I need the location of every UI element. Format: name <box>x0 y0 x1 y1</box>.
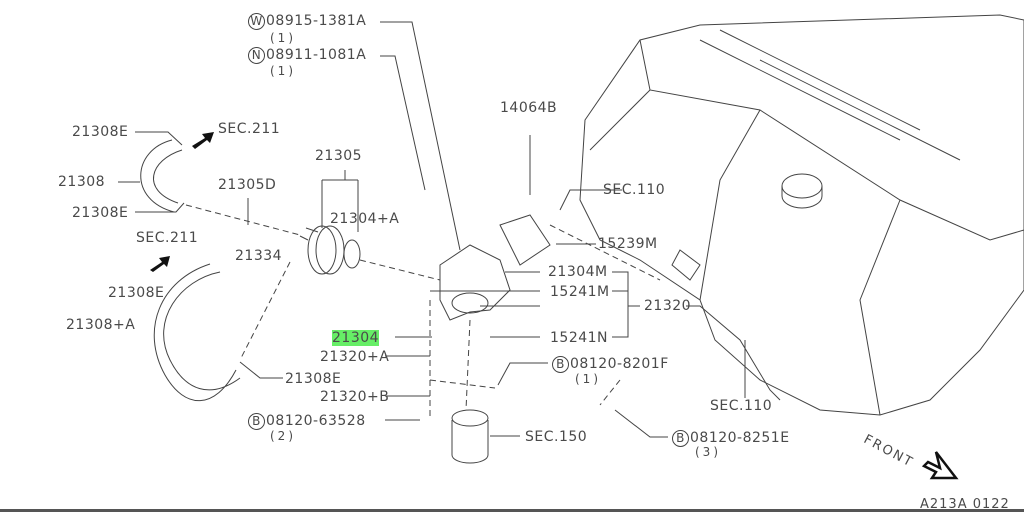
part-label-21320b[interactable]: 21320+B <box>320 389 390 405</box>
arrow-icon <box>192 132 214 149</box>
section-label-110[interactable]: SEC.110 <box>710 398 773 414</box>
section-label-150[interactable]: SEC.150 <box>525 429 588 445</box>
part-label-21308e[interactable]: 21308E <box>285 371 342 387</box>
part-label-21305d[interactable]: 21305D <box>218 177 277 193</box>
leader-lines <box>118 21 781 438</box>
part-qty: (1) <box>270 64 296 78</box>
part-number: 08911-1081A <box>266 47 367 63</box>
part-label-21308e[interactable]: 21308E <box>72 205 129 221</box>
bottom-border <box>0 509 1024 512</box>
hoses <box>140 139 241 402</box>
part-label-21305[interactable]: 21305 <box>315 148 363 164</box>
part-number: 08915-1381A <box>266 13 367 29</box>
section-label-211[interactable]: SEC.211 <box>218 121 281 137</box>
part-label-21308[interactable]: 21308 <box>58 174 106 190</box>
part-label-14064b[interactable]: 14064B <box>500 100 558 116</box>
nut-symbol: N <box>248 47 265 64</box>
bolt-symbol: B <box>552 356 569 373</box>
engine-block <box>579 14 1024 416</box>
part-qty: (2) <box>270 429 296 443</box>
part-label-21308a[interactable]: 21308+A <box>66 317 136 333</box>
part-label-21320[interactable]: 21320 <box>644 298 692 314</box>
part-label-21308e[interactable]: 21308E <box>72 124 129 140</box>
part-label-15241n[interactable]: 15241N <box>550 330 609 346</box>
part-label-21320a[interactable]: 21320+A <box>320 349 390 365</box>
part-label-21304-highlighted[interactable]: 21304 <box>332 330 380 346</box>
oil-cooler <box>299 225 361 275</box>
part-number: 08120-8201F <box>570 356 669 372</box>
section-label-110[interactable]: SEC.110 <box>603 182 666 198</box>
part-label-21334[interactable]: 21334 <box>235 248 283 264</box>
washer-symbol: W <box>248 13 265 30</box>
part-label-21304m[interactable]: 21304M <box>548 264 608 280</box>
part-number: 08120-8251E <box>690 430 790 446</box>
bolt-symbol: B <box>672 430 689 447</box>
part-label-15239m[interactable]: 15239M <box>598 236 658 252</box>
part-qty: (3) <box>695 445 721 459</box>
arrows <box>150 132 214 272</box>
dashed-lines <box>185 204 661 420</box>
part-label-21304a[interactable]: 21304+A <box>330 211 400 227</box>
arrow-icon <box>150 256 170 272</box>
filter-housing <box>439 214 551 464</box>
part-label-21308e[interactable]: 21308E <box>108 285 165 301</box>
section-label-211[interactable]: SEC.211 <box>136 230 199 246</box>
part-qty: (1) <box>575 372 601 386</box>
diagram-reference-code: A213A 0122 <box>920 497 1010 512</box>
part-qty: (1) <box>270 31 296 45</box>
front-arrow-icon <box>921 451 959 480</box>
part-label-15241m[interactable]: 15241M <box>550 284 610 300</box>
part-number: 08120-63528 <box>266 413 366 429</box>
bolt-symbol: B <box>248 413 265 430</box>
